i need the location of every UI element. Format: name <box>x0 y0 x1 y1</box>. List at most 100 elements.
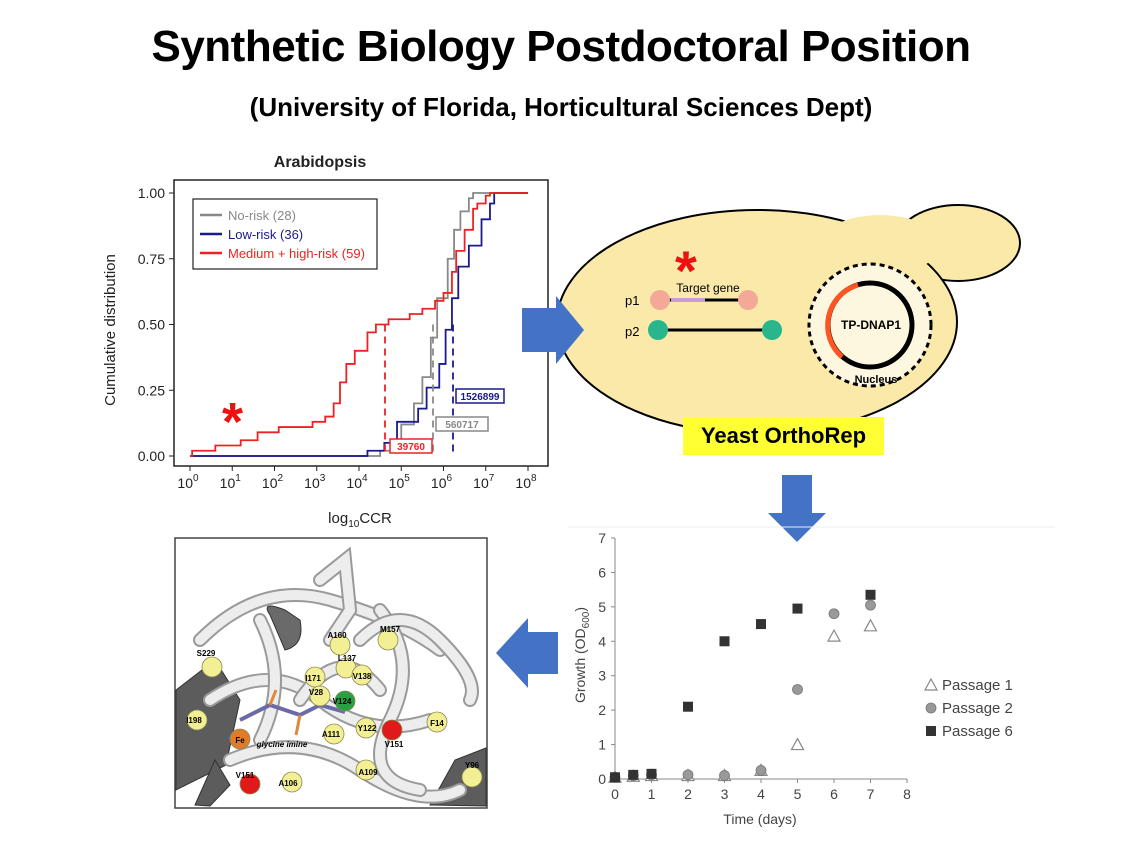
p2-right-tp <box>762 320 782 340</box>
p2-label: p2 <box>625 324 639 339</box>
growth-point-passage-6 <box>628 769 639 780</box>
growth-point-passage-6 <box>610 772 620 783</box>
residue-sphere <box>281 771 303 793</box>
growth-point-passage-2 <box>682 769 694 781</box>
residue-sphere <box>334 690 356 712</box>
growth-legend-label-passage-2: Passage 2 <box>942 700 1013 717</box>
growth-xlabel: Time (days) <box>723 811 796 827</box>
arrow-down <box>768 475 826 542</box>
residue-label: A109 <box>358 768 378 777</box>
residue-sphere <box>355 759 377 781</box>
ligand-label: glycine imine <box>256 740 308 749</box>
residue-sphere <box>351 664 373 686</box>
growth-ytick-label: 7 <box>598 530 606 546</box>
nucleus-label: Nucleus <box>855 374 898 386</box>
residue-label: Fe <box>235 736 245 745</box>
growth-point-passage-1 <box>790 737 805 751</box>
growth-ylabel: Growth (OD600) <box>572 607 592 703</box>
residue-label: V138 <box>353 672 372 681</box>
growth-ytick-label: 6 <box>598 564 606 580</box>
residue-sphere <box>329 634 351 656</box>
residue-label: Y122 <box>358 724 377 733</box>
growth-point-passage-6 <box>865 589 876 600</box>
growth-ytick-label: 4 <box>598 633 606 649</box>
residue-sphere <box>355 717 377 739</box>
residue-sphere <box>201 656 223 678</box>
protein-ribbon <box>195 590 445 655</box>
growth-point-passage-6 <box>646 768 657 779</box>
protein-dark-chain <box>194 758 231 807</box>
arrow-right <box>522 296 584 364</box>
residue-label: A111 <box>322 730 341 739</box>
growth-point-passage-2 <box>719 770 730 781</box>
residue-label: V151 <box>236 771 255 780</box>
growth-legend-label-passage-1: Passage 1 <box>942 677 1013 694</box>
residue-label: V151 <box>385 740 404 749</box>
page-subtitle: (University of Florida, Horticultural Sc… <box>249 92 873 122</box>
residue-label: A106 <box>278 779 298 788</box>
growth-legend-label-passage-6: Passage 6 <box>942 723 1013 740</box>
protein-dark-chain <box>266 605 302 651</box>
p1-label: p1 <box>625 293 639 308</box>
residue-sphere <box>186 709 208 731</box>
growth-xtick-label: 7 <box>867 786 875 802</box>
growth-point-passage-2 <box>865 599 876 611</box>
residue-label: S229 <box>197 649 216 658</box>
arrow-left <box>496 618 558 688</box>
growth-point-passage-1 <box>826 628 842 642</box>
p1-left-tp <box>650 290 670 310</box>
residue-label: V28 <box>309 688 324 697</box>
residue-sphere <box>426 711 448 733</box>
residue-sphere <box>381 719 403 741</box>
residue-sphere <box>239 773 261 795</box>
growth-xtick-label: 2 <box>684 786 692 802</box>
residue-label: A160 <box>327 631 347 640</box>
growth-point-passage-2 <box>755 764 767 776</box>
yeast-star: * <box>675 239 697 302</box>
growth-xtick-label: 0 <box>611 786 619 802</box>
residue-label: L137 <box>338 654 357 663</box>
growth-point-passage-2 <box>792 684 803 695</box>
growth-xtick-label: 1 <box>648 786 656 802</box>
yeast-orthorep-label: Yeast OrthoRep <box>683 417 884 455</box>
protein-ribbon <box>315 550 356 645</box>
growth-ytick-label: 1 <box>598 737 606 753</box>
residue-sphere <box>229 728 251 750</box>
growth-xtick-label: 5 <box>794 786 802 802</box>
residue-label: I198 <box>186 716 202 725</box>
growth-xtick-label: 3 <box>721 786 729 802</box>
growth-point-passage-6 <box>792 603 803 614</box>
growth-point-passage-6 <box>756 619 766 630</box>
growth-point-passage-6 <box>719 636 730 647</box>
p2-left-tp <box>648 320 668 340</box>
protein-ribbon <box>255 615 280 745</box>
ligand-stick <box>268 689 302 736</box>
residue-label: V124 <box>333 697 352 706</box>
residue-sphere <box>377 629 399 651</box>
page-title: Synthetic Biology Postdoctoral Position <box>151 22 971 71</box>
target-gene-label: Target gene <box>676 281 740 295</box>
growth-point-passage-6 <box>683 701 693 712</box>
growth-point-passage-2 <box>828 608 840 620</box>
growth-ytick-label: 0 <box>598 771 606 787</box>
residue-sphere <box>309 685 331 707</box>
growth-legend-marker-passage-6 <box>926 726 936 736</box>
residue-label: M157 <box>380 625 401 634</box>
cdf-chart-title: Arabidopsis <box>273 154 367 171</box>
residue-label: Y96 <box>465 761 480 770</box>
residue-label: F14 <box>430 719 444 728</box>
growth-ytick-label: 3 <box>598 668 606 684</box>
growth-legend-marker-passage-2 <box>925 702 937 714</box>
growth-ytick-label: 5 <box>598 599 606 615</box>
residue-label: I171 <box>305 674 321 683</box>
residue-sphere <box>461 766 483 788</box>
growth-point-passage-1 <box>863 618 878 632</box>
tp-dnap1-label: TP-DNAP1 <box>841 318 901 332</box>
growth-xtick-label: 4 <box>757 786 765 802</box>
growth-legend-marker-passage-1 <box>923 677 939 691</box>
growth-xtick-label: 6 <box>830 786 838 802</box>
growth-ytick-label: 2 <box>598 702 606 718</box>
